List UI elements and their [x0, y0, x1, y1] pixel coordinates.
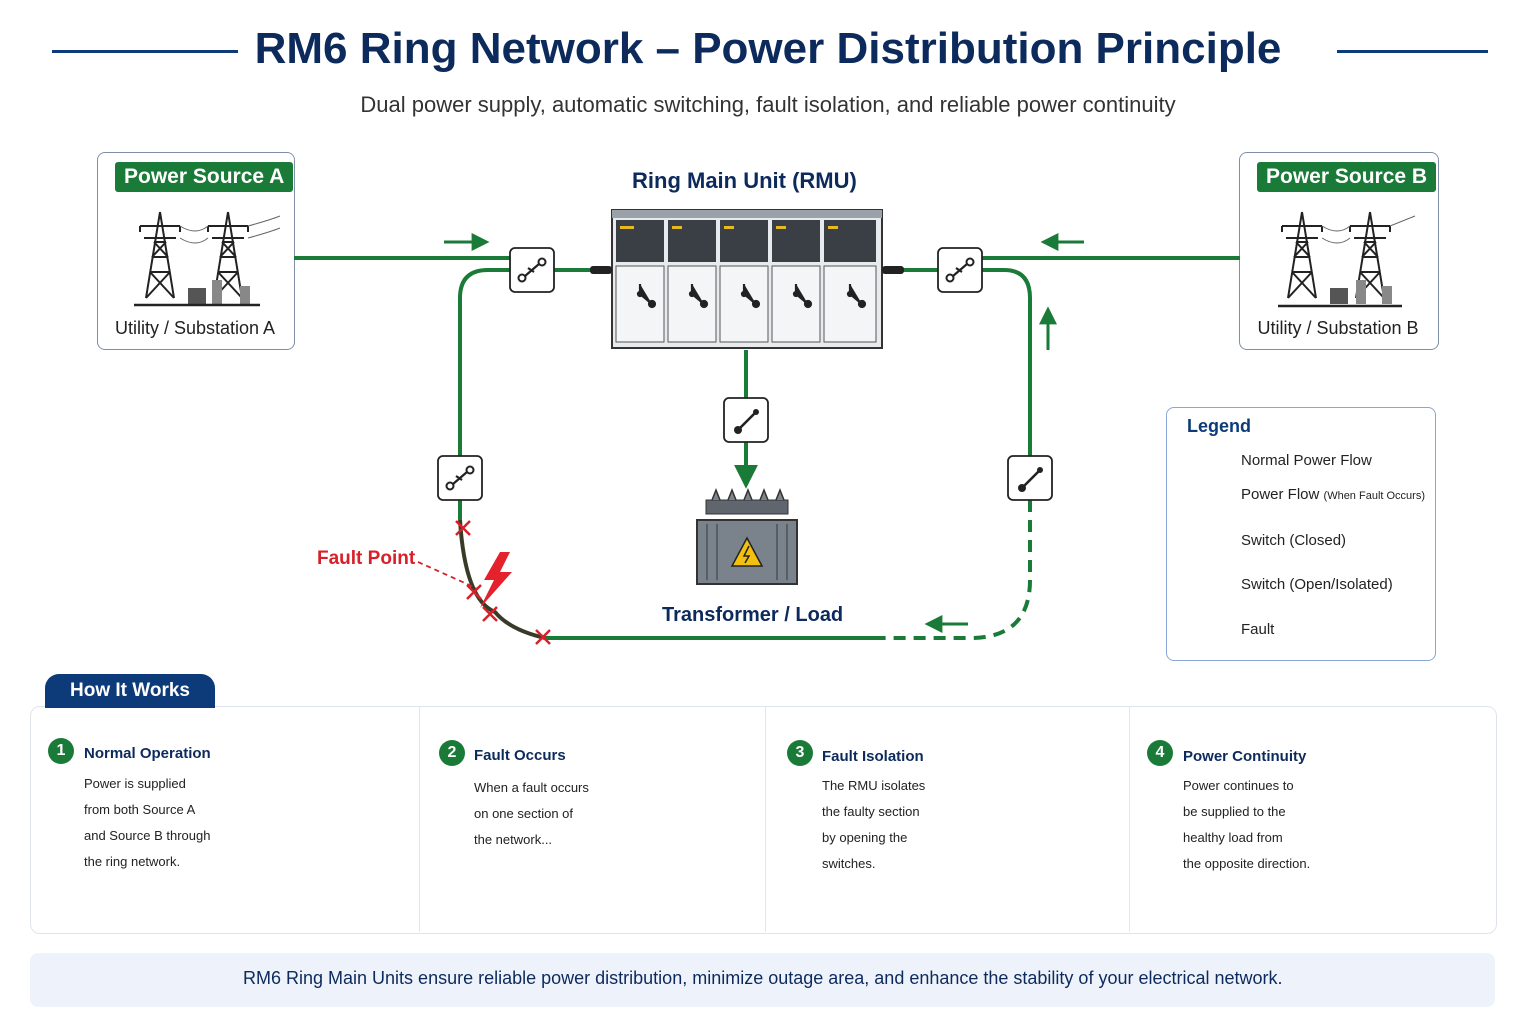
fault-point-label: Fault Point [317, 548, 416, 569]
source-b-tag: Power Source B [1257, 162, 1437, 192]
rmu-cabinet [590, 209, 904, 349]
how-it-works-panel [30, 706, 1497, 934]
fault-pointer-line [417, 561, 477, 589]
switch-ring-left[interactable] [436, 454, 484, 502]
legend-switch-closed: Switch (Closed) [1241, 532, 1347, 549]
fault-x-marks [455, 520, 551, 645]
switch-ring-right[interactable] [1006, 454, 1054, 502]
source-a-label: Utility / Substation A [114, 318, 276, 338]
step-1-number: 1 [48, 738, 74, 764]
fault-power-lines [880, 500, 1032, 640]
step-divider [765, 706, 766, 932]
legend-normal-flow: Normal Power Flow [1241, 452, 1372, 469]
transformer-label: Transformer / Load [662, 604, 844, 626]
rmu-title: Ring Main Unit (RMU) [632, 168, 857, 193]
footer-banner [30, 953, 1495, 1007]
how-it-works-tab: How It Works [45, 674, 215, 708]
legend-box [1166, 407, 1436, 661]
step-4-title: Power Continuity [1183, 748, 1307, 765]
switch-rmu-left[interactable] [508, 246, 556, 294]
transformer-icon [696, 487, 798, 585]
legend-title: Legend [1187, 416, 1252, 436]
step-divider [419, 706, 420, 932]
step-4-number: 4 [1147, 740, 1173, 766]
title-rule-left [52, 50, 238, 53]
fault-bolt-icon [480, 552, 512, 608]
legend-fault-flow: Power Flow (When Fault Occurs) [1241, 486, 1425, 503]
source-b-label: Utility / Substation B [1257, 318, 1419, 338]
footer-banner-text: RM6 Ring Main Units ensure reliable powe… [243, 968, 1283, 988]
legend-fault: Fault [1241, 621, 1275, 638]
switch-rmu-right[interactable] [936, 246, 984, 294]
step-1-title: Normal Operation [84, 745, 211, 762]
title-rule-right [1337, 50, 1488, 53]
step-2-number: 2 [439, 740, 465, 766]
source-a-tag: Power Source A [115, 162, 294, 192]
page-title: RM6 Ring Network – Power Distribution Pr… [254, 24, 1282, 73]
step-3-title: Fault Isolation [822, 748, 924, 765]
tower-icon-a [134, 211, 281, 307]
legend-switch-open: Switch (Open/Isolated) [1241, 576, 1393, 593]
step-2-title: Fault Occurs [474, 747, 566, 764]
page-subtitle: Dual power supply, automatic switching, … [360, 92, 1176, 117]
flow-arrows [444, 233, 1084, 633]
tower-icon-b [1278, 211, 1416, 308]
step-3-number: 3 [787, 740, 813, 766]
switch-transformer[interactable] [722, 396, 770, 444]
step-divider [1129, 706, 1130, 932]
